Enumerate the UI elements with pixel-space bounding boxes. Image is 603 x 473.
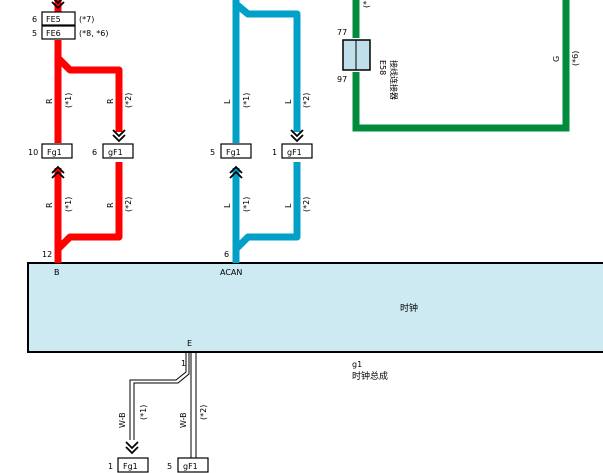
connector-red-left-pin: 10 [28, 148, 38, 157]
blue-wire-code-upper-left: L [223, 99, 232, 104]
connector-fe6[interactable] [41, 25, 76, 40]
green-wire-top-mark: (* [362, 1, 371, 8]
connector-fe6-note: (*8, *6) [79, 29, 109, 38]
blue-wire-module-pin: 6 [224, 250, 229, 259]
connector-blue-left-label: Fg1 [226, 148, 241, 157]
connector-fe5-pin: 6 [32, 15, 37, 24]
red-wire-code-lower-left: R [45, 202, 54, 208]
ground-left-chevron-down-icon [125, 441, 139, 454]
connector-fe5-note: (*7) [79, 15, 94, 24]
green-wire-variant: (*6) [571, 51, 580, 66]
red-wire-upper [54, 40, 123, 132]
junction-pin-top: 77 [337, 28, 347, 37]
blue-wire-code-upper-right: L [284, 99, 293, 104]
connector-bottom-right-pin: 5 [167, 462, 172, 471]
connector-blue-left-pin: 5 [210, 148, 215, 157]
junction-pin-bottom: 97 [337, 75, 347, 84]
green-wire-code: G [552, 56, 561, 62]
red-wire-terminal: B [54, 268, 60, 277]
junction-id: E58 [378, 60, 387, 75]
connector-fe5[interactable] [41, 11, 76, 26]
ground-wire-group [129, 352, 197, 458]
connector-bottom-right-label: gF1 [183, 462, 198, 471]
red-wire-code-upper-right: R [106, 98, 115, 104]
blue-wire-terminal: ACAN [220, 268, 242, 277]
ground-terminal: E [187, 339, 192, 348]
red-wire-group [54, 0, 123, 263]
ground-wire-code-right: W-B [179, 412, 188, 428]
connector-red-right-pin: 6 [92, 148, 97, 157]
connector-bottom-left[interactable] [117, 457, 149, 473]
blue-wire-variant-lower-right: (*2) [302, 197, 311, 212]
module-assembly-name: 时钟总成 [352, 370, 388, 382]
blue-wire-lower [233, 162, 301, 252]
blue-wire-variant-upper-left: (*1) [242, 93, 251, 108]
red-wire-variant-upper-left: (*1) [64, 93, 73, 108]
ground-wire-pin: 1 [181, 359, 186, 368]
connector-blue-left[interactable] [220, 143, 252, 159]
blue-wire-variant-upper-right: (*2) [302, 93, 311, 108]
connector-bottom-left-label: Fg1 [123, 462, 138, 471]
connector-bottom-right[interactable] [177, 457, 209, 473]
red-wire-code-upper-left: R [45, 98, 54, 104]
ground-wire-code-left: W-B [118, 412, 127, 428]
blue-wire-upper [232, 0, 301, 132]
connector-blue-right-label: gF1 [287, 148, 302, 157]
blue-wire-variant-lower-left: (*1) [242, 197, 251, 212]
blue-wire-code-lower-right: L [284, 203, 293, 208]
blue-wire-group [232, 0, 301, 263]
connector-bottom-left-pin: 1 [108, 462, 113, 471]
clock-module-body [27, 262, 603, 353]
blue-wire-code-lower-left: L [223, 203, 232, 208]
ground-wire-variant-right: (*2) [199, 405, 208, 420]
connector-blue-right[interactable] [281, 143, 313, 159]
junction-name: 接线连接器 [389, 60, 399, 100]
connector-red-right[interactable] [102, 143, 134, 159]
connector-fe6-pin: 5 [32, 29, 37, 38]
red-wire-module-pin: 12 [42, 250, 52, 259]
connector-red-right-label: gF1 [108, 148, 123, 157]
connector-fe5-label: FE5 [46, 15, 61, 24]
connector-blue-right-pin: 1 [272, 148, 277, 157]
connector-red-left[interactable] [41, 143, 73, 159]
ground-wire-variant-left: (*1) [139, 405, 148, 420]
red-wire-code-lower-right: R [106, 202, 115, 208]
red-wire-variant-lower-right: (*2) [124, 197, 133, 212]
module-code: g1 [352, 360, 362, 369]
red-wire-lower [55, 162, 123, 252]
red-wire-variant-lower-left: (*1) [64, 197, 73, 212]
module-name: 时钟 [400, 302, 418, 314]
connector-red-left-label: Fg1 [47, 148, 62, 157]
red-wire-variant-upper-right: (*2) [124, 93, 133, 108]
connector-fe6-label: FE6 [46, 29, 61, 38]
